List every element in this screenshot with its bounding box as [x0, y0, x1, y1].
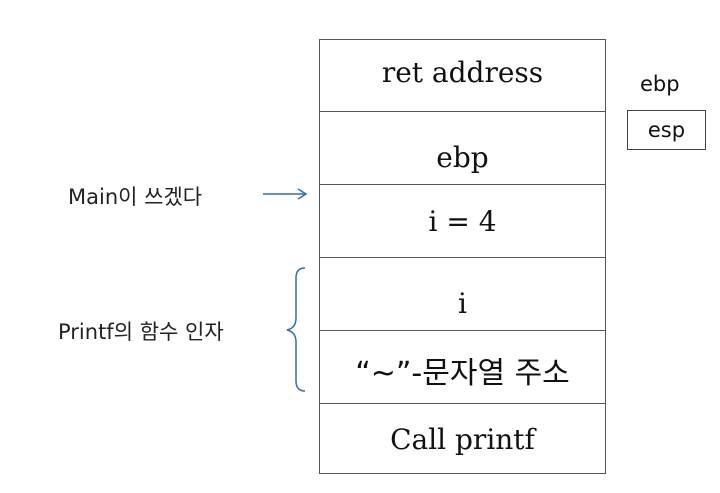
printf-annotation-label: Printf의 함수 인자	[58, 320, 224, 344]
stack-cell-call-printf: Call printf	[390, 423, 535, 456]
main-arrow-icon	[263, 188, 308, 200]
stack-frame: ret address ebp i = 4 i “~”-문자열 주소 Call …	[319, 39, 606, 474]
stack-cell-i: i	[320, 258, 605, 331]
esp-register-box: esp	[627, 110, 706, 150]
printf-brace-icon	[286, 267, 306, 392]
stack-cell-ret-address: ret address	[320, 40, 605, 112]
stack-cell-ebp: ebp	[320, 112, 605, 185]
stack-cell-string-address: “~”-문자열 주소	[320, 331, 605, 404]
stack-cell-i-equals-4: i = 4	[320, 185, 605, 258]
ebp-register-label: ebp	[640, 72, 680, 96]
main-annotation-label: Main이 쓰겠다	[68, 185, 203, 209]
